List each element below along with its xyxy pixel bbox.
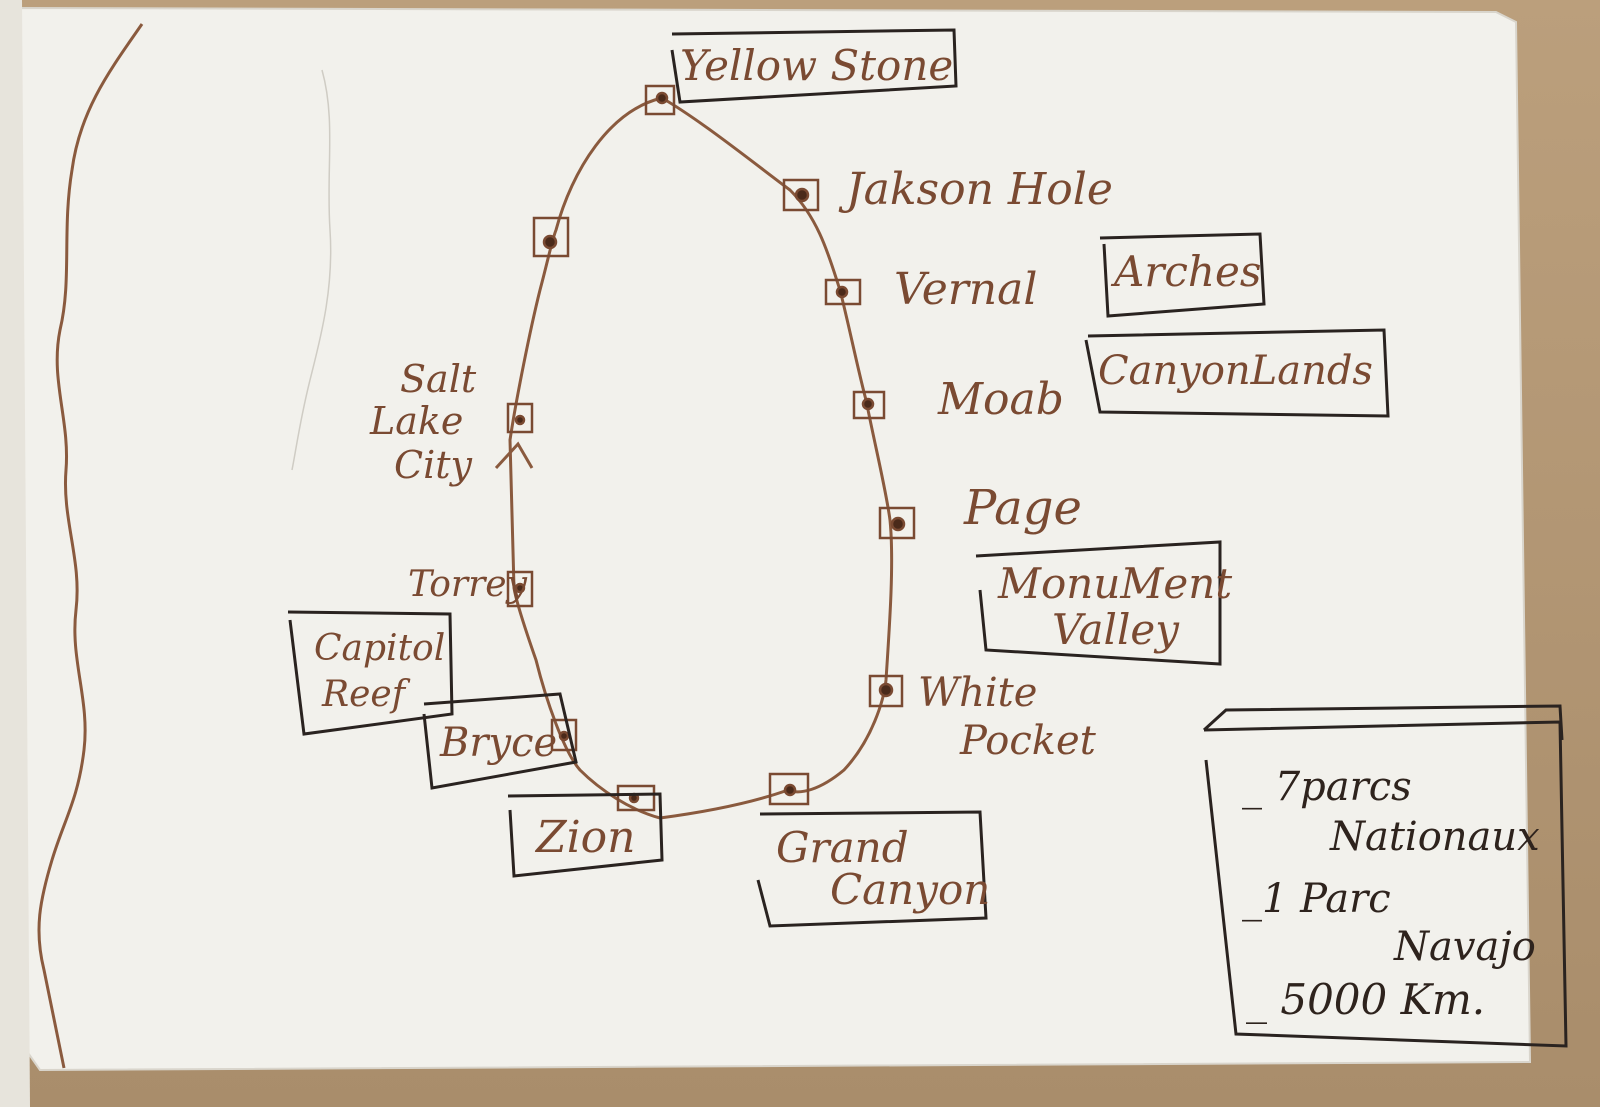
label-arches: Arches	[1110, 247, 1261, 296]
marker-moab	[852, 390, 886, 420]
pencil-line	[291, 69, 332, 471]
label-grand-canyon-1: Grand	[776, 823, 909, 872]
marker-page	[878, 506, 916, 540]
label-bryce: Bryce	[439, 720, 557, 766]
legend-parks-line-1: _ 7parcs	[1242, 764, 1412, 810]
marker-torrey	[506, 570, 534, 608]
label-white-pocket-2: Pocket	[959, 718, 1097, 764]
label-capitol-reef-2: Reef	[321, 674, 411, 715]
label-monument-valley-2: Valley	[1052, 605, 1180, 654]
box-capitol-reef	[287, 610, 454, 736]
box-arches	[1099, 232, 1266, 318]
label-salt-lake-city-2: Lake	[369, 399, 463, 443]
label-yellowstone: Yellow Stone	[680, 41, 953, 90]
stop-markers	[506, 84, 916, 812]
box-yellowstone	[670, 28, 958, 104]
label-zion: Zion	[534, 812, 635, 863]
coastline	[37, 23, 144, 1069]
label-vernal: Vernal	[894, 264, 1037, 315]
marker-white-pocket	[868, 674, 904, 708]
box-legend	[1203, 720, 1568, 1048]
label-page: Page	[963, 480, 1082, 536]
box-zion	[507, 792, 664, 878]
box-legend-tab	[1202, 704, 1564, 741]
label-salt-lake-city-1: Salt	[400, 357, 477, 401]
legend-distance: _ 5000 Km.	[1246, 975, 1485, 1024]
route-arrow	[494, 441, 534, 470]
marker-bryce	[550, 718, 578, 752]
marker-salt-lake-city	[506, 402, 534, 434]
label-capitol-reef-1: Capitol	[314, 628, 445, 669]
marker-grand-canyon	[768, 772, 810, 806]
box-monument-valley	[975, 540, 1222, 666]
legend-parks-line-2: Nationaux	[1329, 814, 1540, 860]
label-salt-lake-city-3: City	[394, 443, 472, 487]
marker-jackson-hole	[782, 178, 820, 212]
box-canyonlands	[1084, 328, 1390, 418]
label-jackson-hole: Jakson Hole	[838, 164, 1113, 215]
legend-navajo-line-2: Navajo	[1393, 924, 1536, 970]
label-moab: Moab	[937, 374, 1064, 425]
label-torrey: Torrey	[408, 564, 528, 605]
box-bryce	[422, 692, 578, 790]
label-monument-valley-1: MonuMent	[997, 559, 1232, 608]
marker-west	[532, 216, 570, 258]
box-grand-canyon	[756, 810, 988, 928]
marker-vernal	[824, 278, 862, 306]
label-white-pocket-1: White	[918, 670, 1037, 716]
park-boxes	[287, 28, 1568, 1048]
legend-navajo-line-1: _1 Parc	[1242, 876, 1391, 922]
marker-yellowstone	[644, 84, 676, 116]
label-canyonlands: CanyonLands	[1098, 348, 1373, 394]
label-grand-canyon-2: Canyon	[830, 865, 990, 914]
paper-fold	[0, 0, 30, 1107]
